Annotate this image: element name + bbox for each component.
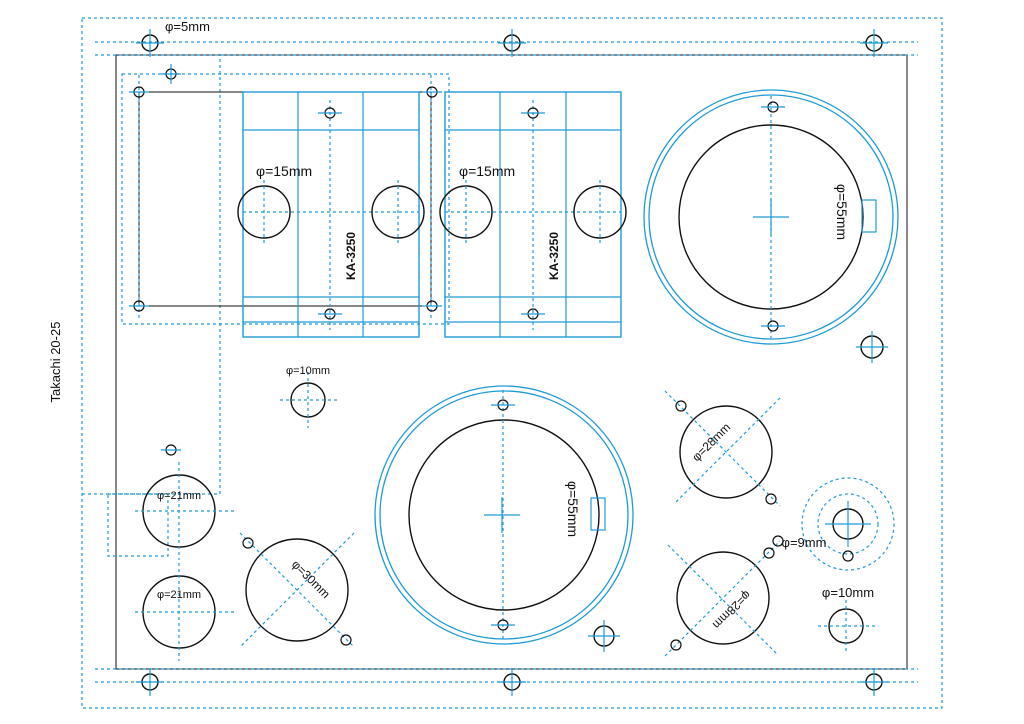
capacitor-screw-hole [761, 101, 785, 113]
module-screw-hole [129, 86, 149, 98]
screw-hole [772, 535, 784, 547]
screw-hole [765, 493, 777, 505]
screw-hole [242, 537, 254, 549]
mounting-hole-top-center [498, 29, 526, 57]
tube-socket-hole [573, 180, 627, 244]
hole-28mm-label: φ=28mm [689, 420, 733, 464]
screw-hole [675, 400, 687, 412]
left-module-cutout [138, 91, 432, 307]
tube-socket-hole [371, 180, 425, 244]
mounting-hole-top-right [860, 29, 888, 57]
mounting-hole-bottom-left [136, 668, 164, 696]
transformer-screw-hole [521, 308, 545, 320]
tube-socket-hole [439, 180, 493, 244]
capacitor-55mm-top: φ=55mm [643, 89, 899, 345]
screw-hole [340, 634, 352, 646]
capacitor-screw-hole [761, 320, 785, 332]
mounting-hole-bottom-center [498, 668, 526, 696]
enclosure-inner-outline [115, 54, 908, 670]
screw-hole [763, 547, 775, 559]
hole-9mm-label: φ=9mm [782, 535, 827, 550]
capacitor-size-label: φ=55mm [834, 184, 850, 240]
transformer-screw-hole [318, 107, 342, 119]
hole-21mm-upper: φ=21mm [135, 444, 234, 560]
mounting-hole-top-left [136, 29, 164, 57]
hole-10mm-right: φ=10mm [818, 585, 876, 654]
capacitor-55mm-bottom: φ=55mm [374, 385, 634, 645]
mounting-hole-center [588, 620, 620, 652]
hole-30mm: φ=30mm [239, 532, 355, 648]
transformer-2: φ=15mm KA-3250 [439, 91, 627, 338]
module-screw-hole [129, 300, 149, 312]
hole-28mm-lower: φ=28mm [664, 540, 781, 657]
transformer-model-label: KA-3250 [547, 232, 561, 280]
hole-5mm-label: φ=5mm [165, 19, 210, 34]
capacitor-screw-hole [491, 399, 515, 411]
module-screw-hole [422, 300, 442, 312]
hole-21mm-lower: φ=21mm [135, 563, 234, 661]
hole-10mm-top: φ=10mm [280, 365, 338, 428]
mounting-hole-bottom-right [860, 668, 888, 696]
enclosure-model-label: Takachi 20-25 [48, 322, 63, 403]
transformer-screw-hole [318, 308, 342, 320]
tube-socket-hole [237, 180, 291, 244]
hole-21mm-label: φ=21mm [157, 589, 201, 601]
hole-28mm-label: φ=28mm [710, 588, 754, 632]
enclosure-outer-outline [81, 17, 943, 709]
module-screw-hole [161, 64, 181, 84]
hole-21mm-label: φ=21mm [157, 490, 201, 502]
transformer-screw-hole [521, 107, 545, 119]
hole-10mm-label: φ=10mm [286, 365, 330, 377]
transformer-model-label: KA-3250 [344, 232, 358, 280]
hole-28mm-upper: φ=28mm [664, 390, 781, 507]
hole-10mm-label: φ=10mm [822, 585, 874, 600]
capacitor-screw-hole [491, 619, 515, 631]
mounting-hole-right [856, 331, 888, 363]
module-screw-hole [422, 86, 442, 98]
hole-30mm-label: φ=30mm [289, 557, 333, 601]
hole-9mm: φ=9mm [772, 477, 895, 571]
transformer-1: φ=15mm KA-3250 [237, 91, 425, 338]
tube-hole-label: φ=15mm [256, 163, 312, 179]
screw-hole [670, 639, 682, 651]
capacitor-size-label: φ=55mm [565, 481, 581, 537]
screw-hole [161, 444, 181, 456]
tube-hole-label: φ=15mm [459, 163, 515, 179]
